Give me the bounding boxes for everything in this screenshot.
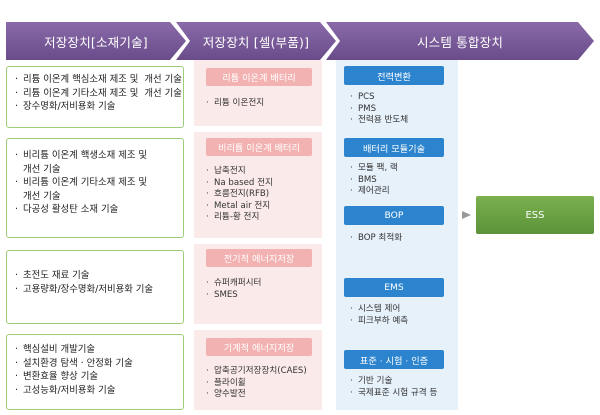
cell-list: 리튬 이온전지 [206, 98, 264, 110]
materials-box-2: 비리튬 이온계 핵생소재 제조 및 개선 기술 비리튬 이온계 기타소재 제조 … [6, 138, 184, 238]
system-title: 표준 · 시험 · 인증 [344, 350, 444, 369]
cell-item: 흐름전지(RFB) [206, 189, 273, 201]
materials-item: 초전도 재료 기술 [15, 269, 177, 283]
materials-item: 설치환경 탐색 · 안정화 기술 [15, 357, 177, 371]
banner-materials: 저장장치[소재기술] [6, 22, 186, 60]
materials-item: 고성능화/저비용화 기술 [15, 384, 177, 398]
system-item: 전력용 반도체 [350, 115, 408, 127]
cell-item: 양수발전 [206, 389, 307, 401]
system-list: 시스템 제어 피크부하 예측 [350, 304, 408, 327]
cell-list: 슈퍼캐퍼시터 SMES [206, 278, 261, 301]
cell-item: 리튬-황 전지 [206, 212, 273, 224]
header-banner: 저장장치[소재기술] 저장장치 [셀(부품)] 시스템 통합장치 [6, 22, 594, 60]
system-list: BOP 최적화 [350, 233, 402, 245]
materials-item: 장수명화/저비용화 기술 [15, 100, 177, 114]
materials-box-3: 초전도 재료 기술 고용량화/장수명화/저비용화 기술 [6, 250, 184, 324]
materials-item: 변환효율 향상 기술 [15, 370, 177, 384]
cell-item: 플라이휠 [206, 378, 307, 390]
materials-item: 고용량화/장수명화/저비용화 기술 [15, 283, 177, 297]
cell-item: 리튬 이온전지 [206, 98, 264, 110]
system-title: BOP [344, 206, 444, 225]
system-item: 피크부하 예측 [350, 316, 408, 328]
system-title: 배터리 모듈기술 [344, 138, 444, 157]
system-list: 모듈 팩, 랙 BMS 제어관리 [350, 163, 398, 198]
cell-list: 납축전지 Na based 전지 흐름전지(RFB) Metal air 전지 … [206, 166, 273, 224]
cell-title: 비리튬 이온계 배터리 [206, 138, 312, 156]
ess-box: ESS [476, 196, 594, 234]
cell-item: Metal air 전지 [206, 201, 273, 213]
system-item: 국제표준 시험 규격 등 [350, 388, 437, 400]
cell-item: 슈퍼캐퍼시터 [206, 278, 261, 290]
system-list: 기반 기술 국제표준 시험 규격 등 [350, 376, 437, 399]
materials-item: 비리튬 이온계 핵생소재 제조 및 개선 기술 [15, 149, 177, 176]
cell-item: 납축전지 [206, 166, 273, 178]
system-item: PCS [350, 92, 408, 104]
banner-system: 시스템 통합장치 [326, 22, 594, 60]
system-item: BOP 최적화 [350, 233, 402, 245]
system-item: BMS [350, 175, 398, 187]
materials-item: 핵심설비 개발기술 [15, 343, 177, 357]
system-title: 전력변환 [344, 66, 444, 85]
cell-item: 압축공기저장장치(CAES) [206, 366, 307, 378]
system-item: PMS [350, 104, 408, 116]
cell-list: 압축공기저장장치(CAES) 플라이휠 양수발전 [206, 366, 307, 401]
materials-item: 리튬 이온계 핵심소재 제조 및 개선 기술 [15, 73, 182, 87]
cell-title: 전기적 에너지저장 [206, 249, 312, 267]
cell-title: 기계적 에너지저장 [206, 338, 312, 356]
system-title: EMS [344, 278, 444, 297]
materials-item: 비리튬 이온계 기타소재 제조 및 개선 기술 [15, 176, 177, 203]
arrow-right-icon [462, 211, 471, 219]
materials-item: 리튬 이온계 기타소재 제조 및 개선 기술 [15, 87, 182, 101]
materials-box-1: 리튬 이온계 핵심소재 제조 및 개선 기술 리튬 이온계 기타소재 제조 및 … [6, 66, 184, 128]
materials-box-4: 핵심설비 개발기술 설치환경 탐색 · 안정화 기술 변환효율 향상 기술 고성… [6, 334, 184, 410]
system-item: 모듈 팩, 랙 [350, 163, 398, 175]
cell-item: SMES [206, 290, 261, 302]
cell-title: 리튬 이온계 배터리 [206, 68, 312, 86]
system-item: 시스템 제어 [350, 304, 408, 316]
banner-cells: 저장장치 [셀(부품)] [176, 22, 336, 60]
cell-item: Na based 전지 [206, 178, 273, 190]
system-item: 기반 기술 [350, 376, 437, 388]
system-item: 제어관리 [350, 186, 398, 198]
system-list: PCS PMS 전력용 반도체 [350, 92, 408, 127]
materials-item: 다공성 활성탄 소재 기술 [15, 203, 177, 217]
